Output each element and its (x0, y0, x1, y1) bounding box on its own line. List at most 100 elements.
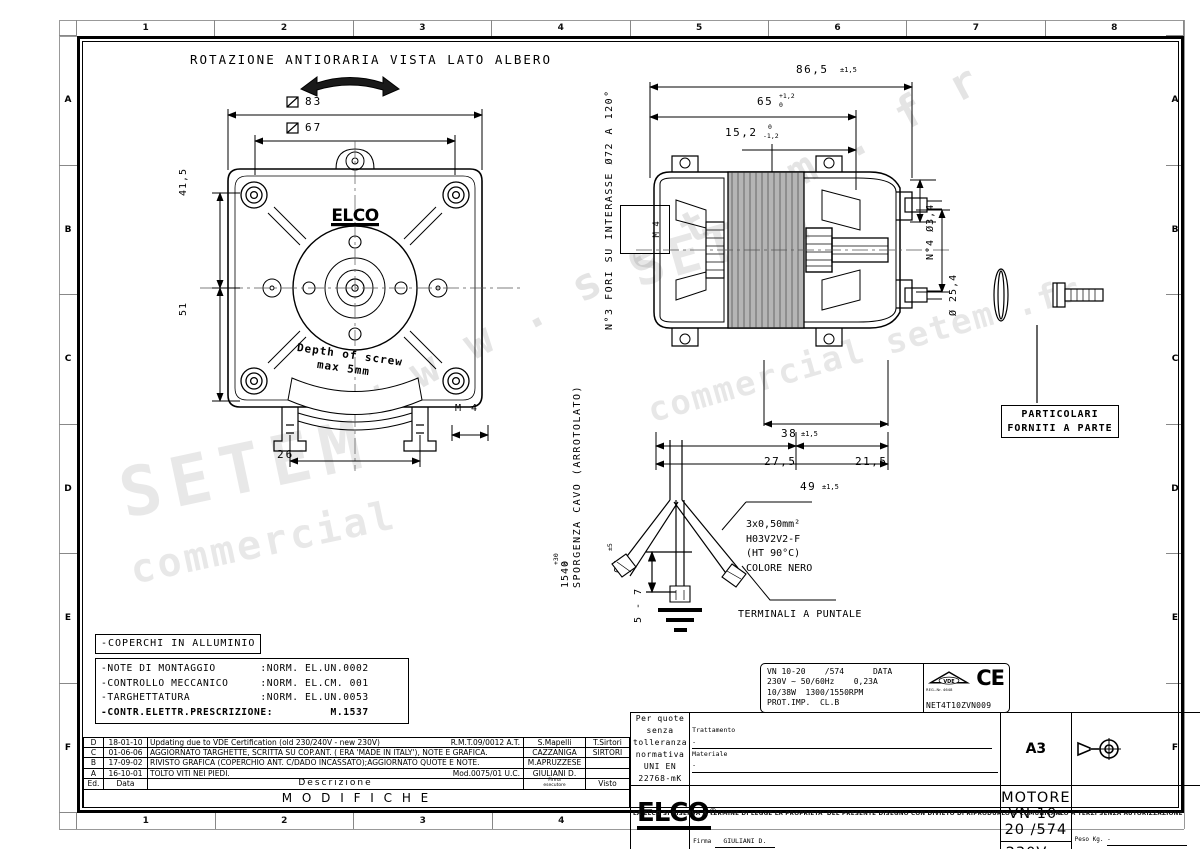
rev-firma-c: CAZZANIGA (523, 747, 586, 759)
elco-logo-front-view: ELCO (331, 206, 379, 227)
zone-left-e: E (59, 553, 77, 684)
dim-cable-1540-tol-upper: +30 (552, 553, 560, 565)
zone-top-7: 7 (906, 20, 1046, 36)
tolerance-note-line2: normativa UNI EN 22768-mK (635, 750, 685, 783)
dim-side-86-5-tolerance: ±1,5 (840, 66, 857, 74)
rev-desc-b: RIVISTO GRAFICA (COPERCHIO ANT. C/DADO I… (147, 757, 524, 769)
elco-logo-registered: ® (708, 807, 718, 818)
zone-left-f: F (59, 682, 77, 813)
rev-header-data: Data (103, 777, 148, 790)
dim-side-49: 49 (800, 480, 817, 493)
zone-left-b: B (59, 164, 77, 295)
rev-firma-b: M.APRUZZESE (523, 757, 586, 769)
dim-side-15-2: 15,2 (725, 126, 758, 139)
elco-logo-cell: ELCO® (629, 785, 718, 849)
depth-of-screw-note (287, 377, 423, 415)
legal-notice: LA ELCO SI RISERVA A TERMINE DI LEGGE LA… (633, 811, 1183, 817)
table-row: D 18-01-10 Updating due to VDE Certifica… (83, 736, 630, 749)
zone-bottom-1: 1 (76, 813, 216, 829)
parts-supplied-line2: FORNITI A PARTE (1007, 422, 1113, 434)
ground-symbol-icon (658, 608, 702, 632)
dim-side-86-5: 86,5 (796, 63, 829, 76)
side-view-drawing (636, 82, 950, 470)
nameplate-line2: 230V ~ 50/60Hz 0,23A (767, 677, 878, 687)
dim-side-65: 65 (757, 95, 774, 108)
weight-reference-cell: Peso Kg. - N° Rif. R.S.0242/01 (1072, 832, 1200, 849)
nameplate-line3: 10/38W 1300/1550RPM (767, 687, 864, 697)
zone-left-a: A (59, 35, 77, 166)
drawing-number-cell: Peso Kg. - N° Rif. R.S.0242/01 NET4T10ZV… (1070, 785, 1200, 849)
rev-desc-b-text: RIVISTO GRAFICA (COPERCHIO ANT. C/DADO I… (150, 758, 480, 768)
table-title-row: M O D I F I C H E (83, 788, 630, 809)
square-symbol-67-icon (286, 122, 299, 134)
dim-front-26: 26 (277, 448, 295, 461)
rev-desc-c: AGGIORNATO TARGHETTE, SCRITTA SU COP.ANT… (147, 747, 524, 759)
table-row: C 01-06-06 AGGIORNATO TARGHETTE, SCRITTA… (83, 747, 630, 759)
rev-firma-d: S.Mapelli (523, 736, 586, 749)
firma-label: Firma (693, 838, 712, 846)
dim-front-41-5: 41,5 (178, 167, 189, 196)
parts-supplied-separately-box: PARTICOLARI FORNITI A PARTE (1001, 405, 1119, 438)
zone-bottom-2: 2 (214, 813, 354, 829)
zone-ruler-top: 1 2 3 4 5 6 7 8 (76, 20, 1184, 36)
elco-logo-text: ELCO (637, 798, 710, 828)
table-header-row: Ed. Data Descrizione Firma esecutore Vis… (83, 777, 630, 790)
rev-ref-a: Mod.0075/01 U.C. (452, 768, 520, 778)
firma-value: GIULIANI D. (714, 835, 775, 849)
rev-visto-b (585, 757, 630, 769)
nameplate-part-code: NET4T10ZVN009 (926, 701, 992, 710)
square-symbol-83-icon (286, 96, 299, 108)
cable-leads-drawing (611, 440, 836, 632)
dim-side-65-tol-upper: +1,2 (779, 92, 795, 100)
rev-visto-c: SIRTORI (585, 747, 630, 759)
parts-supplied-line1: PARTICOLARI (1021, 409, 1099, 420)
elco-logo-titleblock: ELCO® (637, 798, 718, 830)
table-row: A 16-10-01 TOLTO VITI NEI PIEDI. Mod.007… (83, 767, 630, 779)
treatment-material-cell: Trattamento - Materiale - (689, 712, 1002, 786)
dim-side-49-tolerance: ±1,5 (822, 483, 839, 491)
specification-notes-box: -NOTE DI MONTAGGIO :NORM. EL.UN.0002 -CO… (95, 658, 409, 725)
material-label: Materiale (692, 750, 728, 758)
peso-label: Peso Kg. (1074, 836, 1104, 843)
rev-ref-d: R.M.T.09/0012 A.T. (450, 737, 520, 747)
revision-table: D 18-01-10 Updating due to VDE Certifica… (83, 736, 630, 809)
note-holes-interasse: N°3 FORI SU INTERASSE Ø72 A 120° (604, 89, 615, 330)
zone-left-d: D (59, 423, 77, 554)
rotation-direction-title: ROTAZIONE ANTIORARIA VISTA LATO ALBERO (190, 52, 552, 67)
rev-header-descrizione: Descrizione (147, 777, 524, 790)
label-thread-m4-side: M 4 (620, 205, 671, 254)
specification-notes-text: -NOTE DI MONTAGGIO :NORM. EL.UN.0002 -CO… (101, 663, 369, 704)
rotation-arrow-icon (300, 76, 400, 97)
zone-top-8: 8 (1044, 20, 1184, 36)
signature-fields-cell: Firma GIULIANI D. Data 03-10-01 Visto Sc… (689, 785, 1002, 849)
tolerance-note-line1: Per quote senza tolleranza (633, 714, 688, 747)
rev-visto-a (585, 767, 630, 779)
rev-date-c: 01-06-06 (103, 747, 148, 759)
material-row: Materiale - (692, 749, 999, 773)
zone-top-1: 1 (76, 20, 216, 36)
rev-desc-a-text: TOLTO VITI NEI PIEDI. (150, 768, 230, 778)
nameplate-line4: PROT.IMP. CL.B (767, 698, 840, 708)
rev-desc-d-text: Updating due to VDE Certification (old 2… (150, 737, 380, 747)
peso-value: - (1107, 834, 1188, 847)
zone-bottom-4: 4 (491, 813, 631, 829)
drawing-title-line2: 230V ~ 50/60Hz (1001, 842, 1070, 849)
dim-side-shaft-diameter: Ø 25,4 (948, 273, 959, 316)
rev-firma-a: GIULIANI D. (523, 767, 586, 779)
dim-side-15-2-tol-upper: 0 (768, 123, 772, 131)
motor-nameplate: VN 10-20 /574 DATA 230V ~ 50/60Hz 0,23A … (760, 663, 1010, 713)
zone-top-6: 6 (767, 20, 908, 36)
elco-logo-underline (637, 826, 711, 830)
dim-side-n4-holes: N°4 Ø3,4 (925, 203, 936, 260)
specification-notes-bold: -CONTR.ELETTR.PRESCRIZIONE: M.1537 (101, 706, 369, 718)
rev-header-ed: Ed. (83, 777, 104, 790)
tolerance-note-cell: Per quote senza tolleranza normativa UNI… (629, 712, 691, 786)
zone-top-5: 5 (629, 20, 769, 36)
rev-date-a: 16-10-01 (103, 767, 148, 779)
zone-ruler-left: A B C D E F (59, 35, 77, 813)
dim-side-15-2-tol-lower: -1,2 (763, 132, 779, 140)
svg-text:ELCO: ELCO (331, 206, 378, 226)
nameplate-line1: VN 10-20 /574 DATA (767, 667, 893, 676)
note-cable-protrusion: SPORGENZA CAVO (ARROTOLATO) (572, 384, 583, 588)
